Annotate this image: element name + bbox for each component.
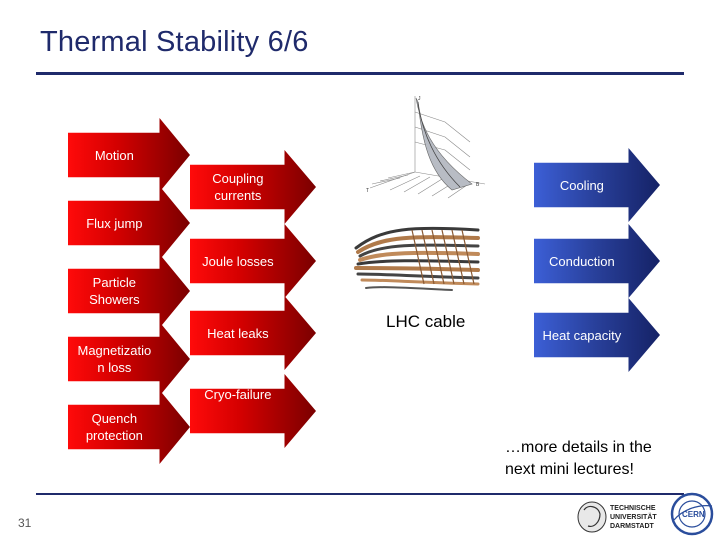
arrow-label-flux-jump: Flux jump [86,215,172,232]
arrow-conduction: Conduction [534,224,660,298]
arrow-heat-capacity: Heat capacity [534,298,660,372]
svg-text:T: T [366,188,369,194]
arrow-heat-leaks: Heat leaks [190,296,316,370]
svg-text:CERN: CERN [682,510,705,519]
arrow-quench-protection: Quench protection [68,390,190,464]
cable-caption: LHC cable [386,312,465,332]
arrow-label-joule-losses: Joule losses [202,253,304,270]
arrow-label-particle-showers: Particle Showers [79,274,178,308]
arrow-motion: Motion [68,118,190,192]
footer-note: …more details in the next mini lectures! [505,437,680,481]
arrow-coupling-currents: Coupling currents [190,150,316,224]
arrow-label-quench-protection: Quench protection [81,410,176,444]
arrow-particle-showers: Particle Showers [68,254,190,328]
slide-title: Thermal Stability 6/6 [40,26,309,59]
arrow-label-motion: Motion [95,147,163,164]
arrow-joule-losses: Joule losses [190,224,316,298]
title-divider [36,72,684,75]
svg-text:J: J [418,96,421,102]
arrow-label-heat-capacity: Heat capacity [543,327,652,344]
svg-text:TECHNISCHE: TECHNISCHE [610,505,656,512]
page-number: 31 [18,516,31,530]
svg-text:UNIVERSITÄT: UNIVERSITÄT [610,513,657,521]
arrow-label-magnetization-loss: Magnetizatio n loss [76,342,181,376]
cern-logo-icon: CERN [668,490,716,538]
footer-divider [36,493,684,495]
svg-text:DARMSTADT: DARMSTADT [610,523,655,530]
arrow-flux-jump: Flux jump [68,186,190,260]
arrow-magnetization-loss: Magnetizatio n loss [68,322,190,396]
arrow-label-cryo-failure: Cryo-failure [204,386,301,403]
arrow-label-heat-leaks: Heat leaks [207,325,299,342]
arrow-label-cooling: Cooling [560,177,634,194]
arrow-cryo-failure: Cryo-failure [190,374,316,448]
plot-3d-surface-icon: J B T [360,92,490,200]
lhc-cable-photo-icon [352,208,480,300]
arrow-label-conduction: Conduction [549,253,645,270]
arrow-label-coupling-currents: Coupling currents [206,170,300,204]
arrow-cooling: Cooling [534,148,660,222]
tu-darmstadt-logo-icon: TECHNISCHE UNIVERSITÄT DARMSTADT [576,500,664,534]
